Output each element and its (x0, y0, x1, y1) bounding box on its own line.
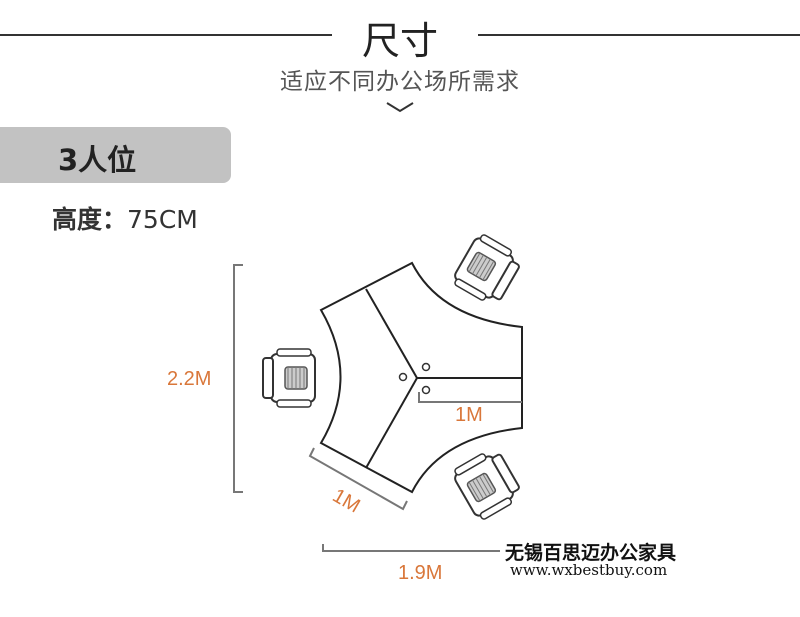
title-rule-right (478, 34, 800, 36)
watermark-url: www.wxbestbuy.com (510, 561, 668, 579)
seat-count-tab: 3人位 (0, 127, 231, 183)
section-subtitle: 适应不同办公场所需求 (280, 69, 520, 95)
height-value: 75CM (127, 205, 198, 234)
section-title: 尺寸 (361, 19, 438, 63)
chair-left (262, 348, 316, 408)
title-rule-left (0, 34, 332, 36)
dim-overall-width: 1.9M (398, 562, 443, 584)
seat-count-label: 3人位 (58, 143, 137, 177)
desk-dividers (365, 288, 522, 469)
dim-overall-height: 2.2M (167, 368, 212, 390)
chevron-down-icon (386, 102, 414, 113)
watermark-company: 无锡百思迈办公家具 (505, 542, 677, 564)
cable-grommets (398, 362, 431, 395)
chair-top-right (449, 230, 526, 310)
height-label: 高度： (52, 205, 128, 234)
dimension-lines (233, 264, 522, 552)
chair-bottom-right (449, 444, 526, 524)
dim-arm-right: 1M (455, 404, 483, 426)
height-spec: 高度：75CM (52, 200, 198, 236)
